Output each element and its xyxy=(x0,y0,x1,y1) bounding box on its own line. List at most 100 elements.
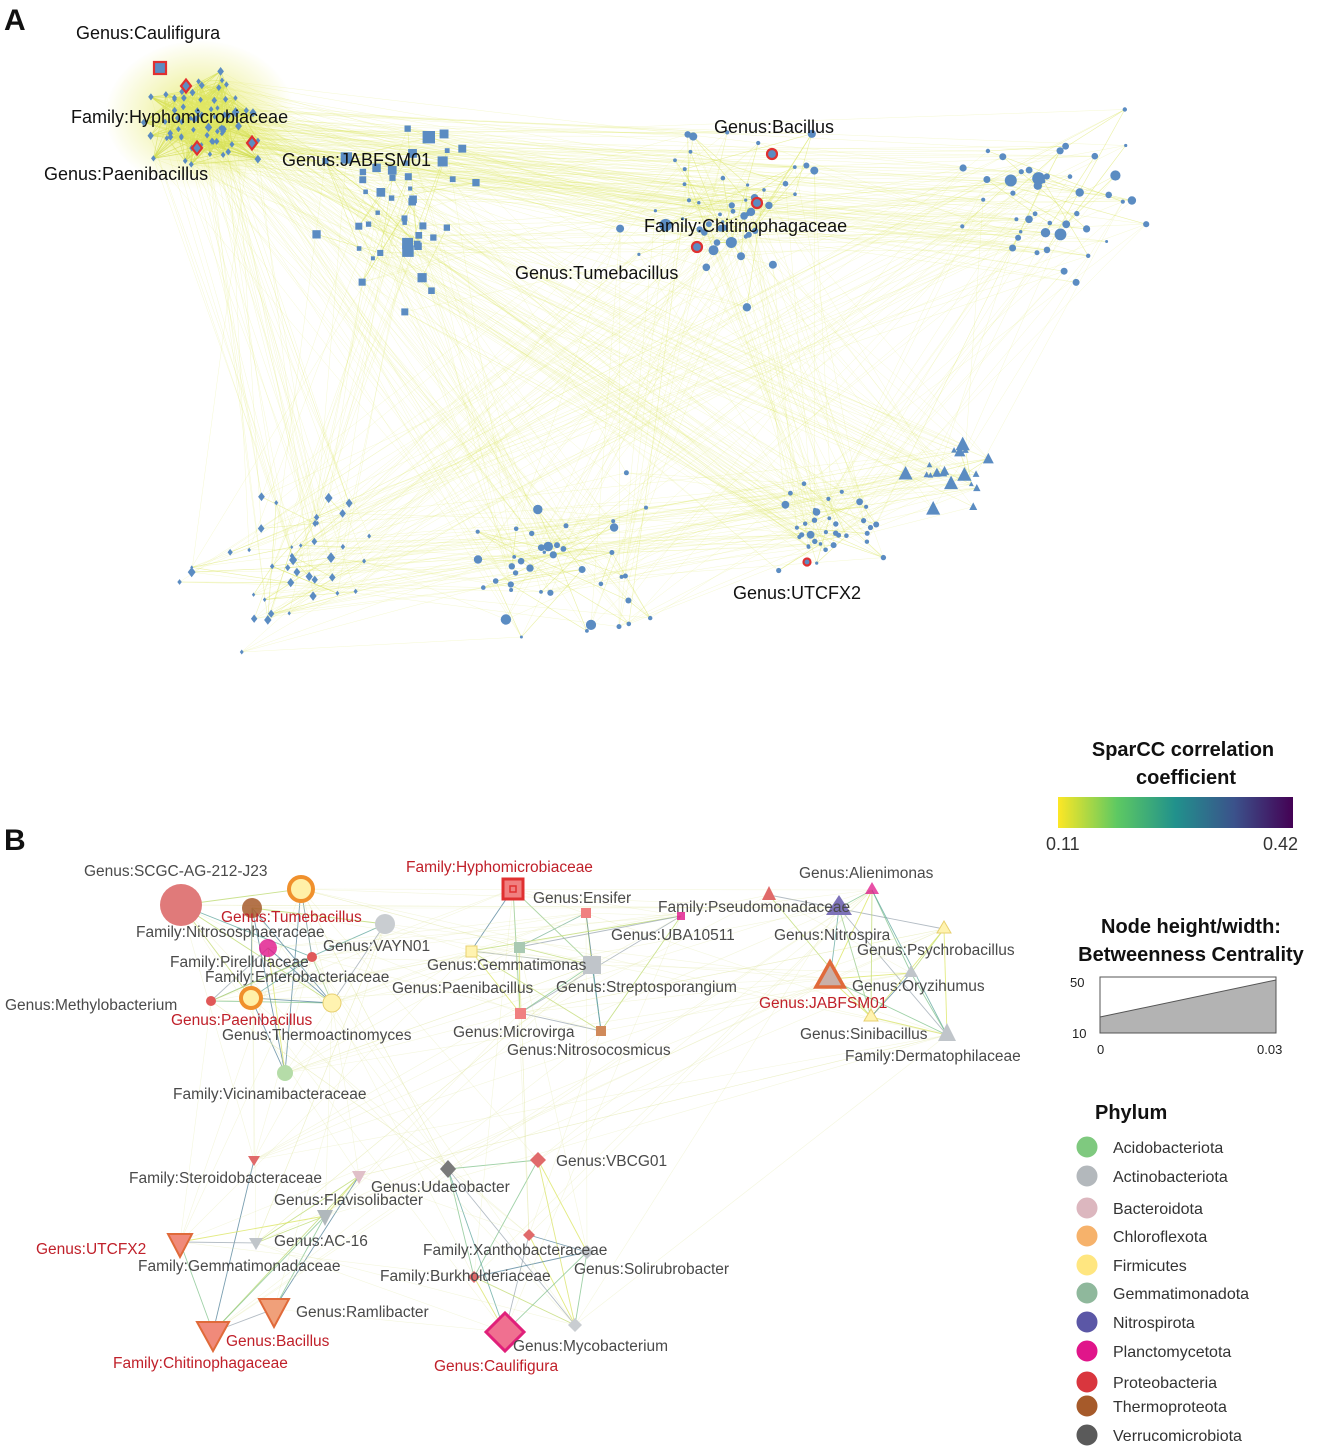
label-b-microvirga: Genus:Microvirga xyxy=(453,1024,575,1041)
edge xyxy=(966,234,1061,450)
label-b-jabfsm01: Genus:JABFSM01 xyxy=(759,995,887,1012)
network-node xyxy=(865,540,869,544)
network-node xyxy=(793,192,797,196)
network-node xyxy=(807,545,811,549)
network-node xyxy=(802,481,807,486)
label-b-enterobacteriaceae: Family:Enterobacteriaceae xyxy=(205,969,389,986)
network-node xyxy=(405,126,411,132)
network-node xyxy=(795,526,799,530)
network-node xyxy=(744,199,747,202)
network-node xyxy=(377,250,383,256)
node-tumebacillus xyxy=(289,877,313,901)
phylum-swatch xyxy=(1076,1197,1098,1219)
label-b-xanthobacteraceae: Family:Xanthobacteraceae xyxy=(423,1242,607,1259)
network-node xyxy=(654,209,657,212)
label-a-tumebacillus: Genus:Tumebacillus xyxy=(515,263,678,283)
edge xyxy=(254,957,312,1160)
edge xyxy=(154,158,292,547)
label-b-gemmatimonas: Genus:Gemmatimonas xyxy=(427,957,587,974)
edge xyxy=(377,168,542,548)
phylum-label: Acidobacteriota xyxy=(1113,1140,1223,1157)
network-node xyxy=(1041,228,1050,237)
network-node xyxy=(1105,192,1112,199)
label-b-vbcg01: Genus:VBCG01 xyxy=(556,1153,667,1170)
highlight-node-chitinophagaceae xyxy=(752,198,762,208)
node-legend-xmin: 0 xyxy=(1097,1042,1104,1057)
label-b-psychrobacillus: Genus:Psychrobacillus xyxy=(857,942,1015,959)
network-node xyxy=(756,141,760,145)
network-node xyxy=(444,225,450,231)
node-paenibacillus-red xyxy=(241,988,261,1008)
node-scgc-ag-212-j23 xyxy=(160,884,202,926)
network-node xyxy=(833,521,838,526)
network-node xyxy=(1005,175,1017,187)
network-node xyxy=(1086,254,1090,258)
label-b-vicinamibacteraceae: Family:Vicinamibacteraceae xyxy=(173,1086,367,1103)
network-node xyxy=(782,501,790,509)
network-node xyxy=(868,525,873,530)
network-node xyxy=(1073,279,1080,286)
label-b-sinibacillus: Genus:Sinibacillus xyxy=(800,1026,928,1043)
network-node xyxy=(721,176,726,181)
edge xyxy=(171,137,316,524)
node-legend-title-line1: Node height/width: xyxy=(1101,916,1281,938)
phylum-swatch xyxy=(1076,1371,1098,1393)
network-node xyxy=(840,490,844,494)
node-pseudomonadaceae xyxy=(762,886,776,900)
network-node xyxy=(251,614,257,622)
network-node xyxy=(1121,200,1125,204)
network-node xyxy=(1105,240,1108,243)
network-node xyxy=(366,222,371,227)
network-node xyxy=(836,533,841,538)
sparcc-title-line1: SparCC correlation xyxy=(1092,739,1274,761)
network-node xyxy=(1009,245,1016,252)
edge xyxy=(937,248,1013,475)
network-node xyxy=(788,491,793,496)
network-node xyxy=(960,224,964,228)
network-node xyxy=(363,190,368,195)
edge xyxy=(839,224,1147,535)
phylum-label: Gemmatimonadota xyxy=(1113,1286,1249,1303)
network-node xyxy=(518,558,525,565)
sparcc-colorbar xyxy=(1058,797,1293,828)
network-node xyxy=(481,585,486,590)
edge xyxy=(927,233,1046,475)
edge xyxy=(174,98,870,528)
network-node xyxy=(737,252,745,260)
edge xyxy=(222,134,331,558)
network-node xyxy=(1044,247,1051,254)
label-b-uba10511: Genus:UBA10511 xyxy=(611,927,735,944)
network-node xyxy=(1026,167,1033,174)
phylum-swatch xyxy=(1076,1340,1098,1362)
edge xyxy=(976,202,1123,474)
label-b-alienimonas: Genus:Alienimonas xyxy=(799,865,934,882)
network-node xyxy=(1025,216,1033,224)
network-node xyxy=(1092,153,1099,160)
network-node xyxy=(240,649,244,654)
network-node xyxy=(312,230,320,238)
network-node xyxy=(1033,211,1038,216)
label-b-steroidobacteraceae: Family:Steroidobacteraceae xyxy=(129,1170,322,1187)
phylum-label: Firmicutes xyxy=(1113,1258,1187,1275)
label-b-scgc: Genus:SCGC-AG-212-J23 xyxy=(84,863,268,880)
network-node xyxy=(973,484,980,491)
network-node xyxy=(689,132,697,140)
panel-a-network: A Genus:Caulifigura Family:Hyphomicrobia… xyxy=(4,4,1149,655)
network-node xyxy=(823,548,828,553)
network-node xyxy=(865,531,870,536)
label-b-methylobacterium: Genus:Methylobacterium xyxy=(5,997,177,1014)
label-b-paenibacillus-grey: Genus:Paenibacillus xyxy=(392,980,534,997)
network-node xyxy=(981,198,985,202)
network-node xyxy=(1032,172,1045,185)
label-b-mycobacterium: Genus:Mycobacterium xyxy=(513,1338,668,1355)
highlight-node-utcfx2 xyxy=(804,559,811,566)
network-node xyxy=(714,239,721,246)
label-b-oryzihumus: Genus:Oryzihumus xyxy=(852,978,985,995)
edge xyxy=(405,312,797,528)
node-legend-ymax: 50 xyxy=(1070,975,1084,990)
edge xyxy=(839,444,963,535)
edge xyxy=(808,214,1035,546)
phylum-label: Verrucomicrobiota xyxy=(1113,1428,1242,1445)
network-node xyxy=(783,181,789,187)
node-vicinamibacteraceae xyxy=(277,1065,293,1081)
